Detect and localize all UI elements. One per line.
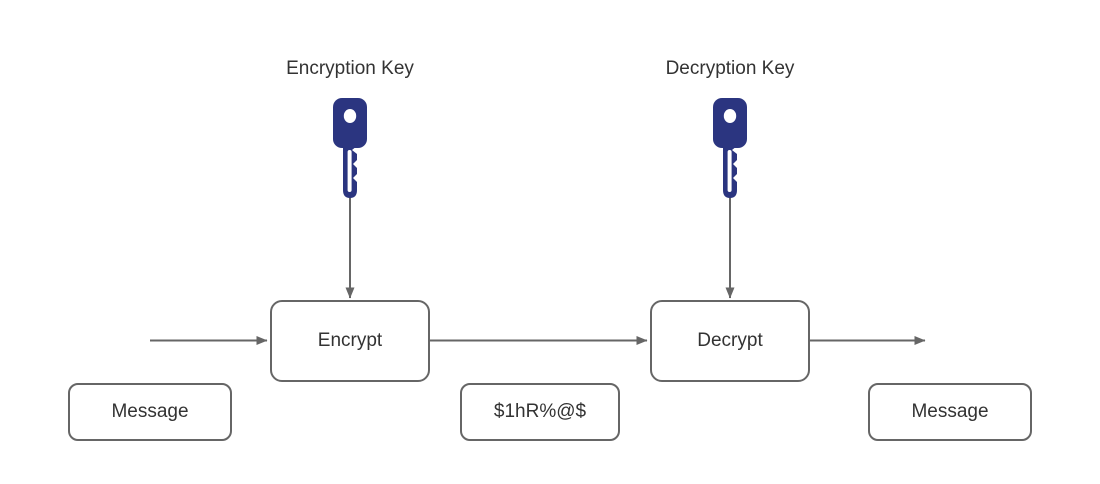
ciphertext-box[interactable]: $1hR%@$ (460, 383, 620, 441)
encrypt-box-label: Encrypt (317, 330, 383, 351)
key-icon (713, 98, 747, 198)
encryption-key-label: Encryption Key (286, 58, 414, 79)
key-icon (333, 98, 367, 198)
plaintext-input-box[interactable]: Message (68, 383, 232, 441)
decryption-key-icon-wrap (711, 96, 749, 205)
decryption-key-label: Decryption Key (665, 58, 795, 79)
encrypt-box[interactable]: Encrypt (270, 300, 430, 382)
encryption-key-icon-wrap (331, 96, 369, 205)
ciphertext-label: $1hR%@$ (493, 401, 587, 422)
decrypt-box-label: Decrypt (697, 330, 763, 351)
decrypt-box[interactable]: Decrypt (650, 300, 810, 382)
plaintext-output-label: Message (911, 401, 989, 422)
plaintext-output-box[interactable]: Message (868, 383, 1032, 441)
plaintext-input-label: Message (111, 401, 189, 422)
